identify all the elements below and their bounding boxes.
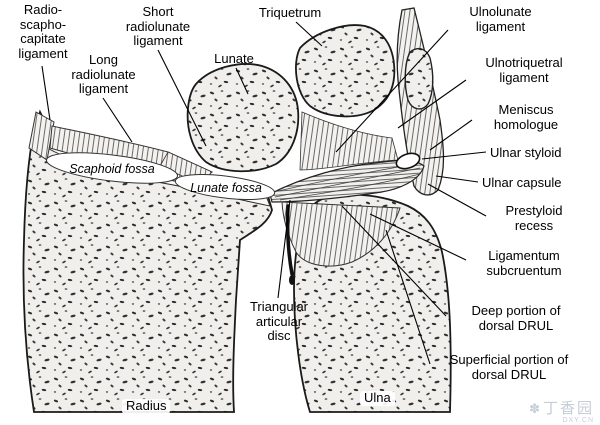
label-radio-scapho-capitate: Radio- scapho- capitate ligament [18, 2, 68, 61]
leader-ulnotriquetral [397, 79, 467, 129]
label-long-radiolunate: Long radiolunate ligament [71, 52, 136, 97]
watermark-en-text: DXY.CN [562, 417, 594, 424]
leader-long-radiolunate [102, 97, 133, 143]
triquetrum-bone [295, 24, 396, 118]
label-triangular-articular-disc: Triangular articular disc [249, 299, 309, 344]
leader-triquetrum [295, 21, 323, 47]
label-deep-dorsal-drul: Deep portion of dorsal DRUL [471, 303, 561, 333]
leader-ulnar-styloid [421, 151, 487, 160]
leader-short-radiolunate [157, 49, 207, 147]
lunate-bone [186, 63, 300, 173]
disc-cleft-tip [289, 275, 295, 285]
leader-meniscus [429, 119, 473, 151]
articular-disc-shape [269, 159, 425, 203]
label-ligamentum-subcruentum: Ligamentum subcruentum [486, 248, 562, 278]
label-ulnotriquetral: Ulnotriquetral ligament [485, 55, 563, 85]
leader-articular-disc [277, 199, 291, 299]
label-prestyloid-recess: Prestyloid recess [505, 203, 563, 233]
label-ulna: Ulna [360, 390, 395, 406]
leader-ulnar-capsule [435, 175, 479, 183]
leader-subcruentum [369, 213, 467, 261]
leader-lines [41, 21, 487, 365]
lunate-fossa-shape [174, 173, 276, 201]
label-meniscus-homologue: Meniscus homologue [493, 102, 559, 132]
leader-ulnolunate [335, 29, 449, 153]
label-scaphoid-fossa: Scaphoid fossa [69, 162, 155, 176]
label-superficial-dorsal-drul: Superficial portion of dorsal DRUL [449, 352, 569, 382]
leader-prestyloid [427, 183, 487, 217]
watermark: ✽ 丁香园 DXY.CN [529, 401, 594, 424]
dxy-logo-icon: ✽ [529, 401, 540, 416]
label-triquetrum: Triquetrum [258, 5, 322, 20]
label-lunate: Lunate [214, 51, 254, 66]
label-ulnar-capsule: Ulnar capsule [482, 175, 562, 190]
leader-rsc [41, 65, 51, 121]
label-ulnolunate: Ulnolunate ligament [469, 4, 532, 34]
prestyloid-oval [395, 152, 421, 170]
leader-superficial-drul [385, 229, 431, 365]
leader-lunate [235, 67, 249, 95]
disc-cleft [285, 204, 294, 276]
ulnocarpal-ligament-shape [299, 111, 399, 171]
scaphoid-fossa-shape [45, 152, 179, 184]
label-radius: Radius [122, 398, 171, 414]
watermark-cn-text: 丁香园 [542, 400, 594, 417]
label-short-radiolunate: Short radiolunate ligament [125, 4, 191, 49]
leader-deep-drul [341, 205, 447, 317]
label-lunate-fossa: Lunate fossa [190, 181, 262, 195]
styloid-ossicle [404, 47, 434, 110]
label-ulnar-styloid: Ulnar styloid [490, 145, 562, 160]
